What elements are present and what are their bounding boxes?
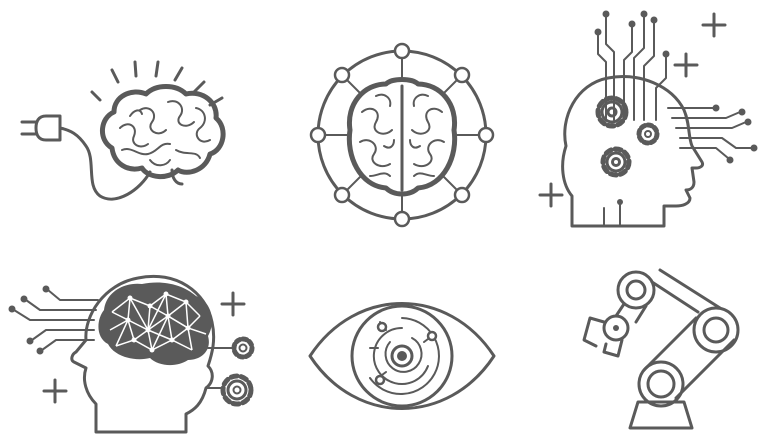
plus-icon [701,12,727,38]
head-neural-brain-icon [8,274,255,434]
robotic-arm-icon [582,268,740,430]
cyber-eye-icon [308,302,496,410]
gear-icon [220,373,254,407]
gear-icon [600,146,632,178]
gear-icon [636,122,660,146]
plus-icon [673,52,699,78]
plugged-brain-icon [20,60,226,201]
brain-network-icon [309,42,495,228]
plus-icon [220,291,246,317]
gear-icon [231,336,255,360]
head-gears-circuit-icon [538,10,758,228]
gear-icon [595,95,629,129]
plus-icon [538,182,564,208]
plus-icon [42,378,68,404]
